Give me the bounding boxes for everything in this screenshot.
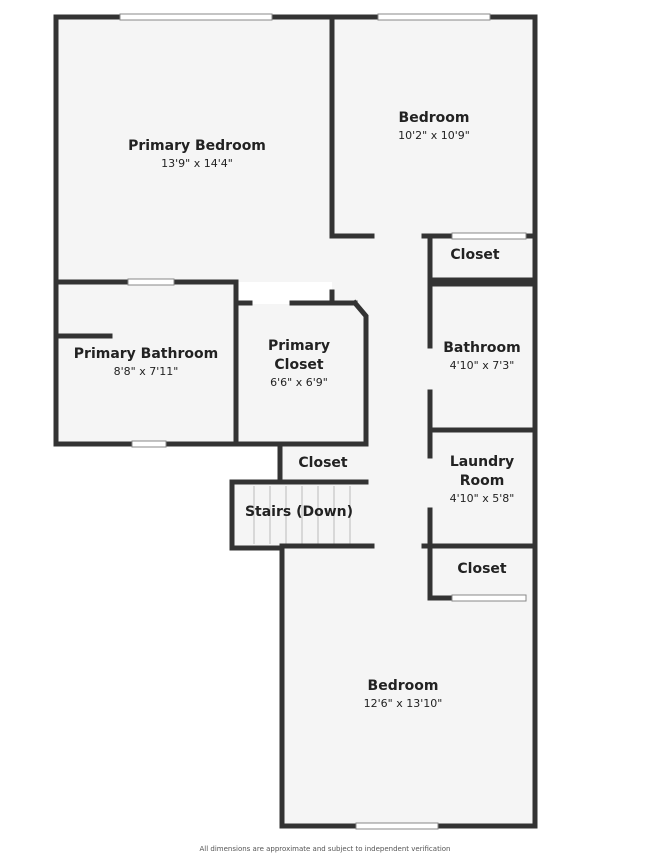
floor-bedroom-bottom xyxy=(282,546,533,824)
label-laundry-line1: Laundry xyxy=(450,454,514,470)
window-primary-bathroom xyxy=(131,440,167,448)
floor-bedroom-top xyxy=(332,18,533,236)
label-laundry-line2: Room xyxy=(460,473,505,489)
opening-closet-bottom xyxy=(451,594,527,602)
floor-stairs xyxy=(234,484,366,546)
floor-closet-top xyxy=(430,236,533,280)
dims-primary-bathroom: 8'8" x 7'11" xyxy=(114,365,179,378)
label-primary-bathroom: Primary Bathroom xyxy=(74,346,218,362)
floor-bathroom xyxy=(430,284,533,430)
stair-treads xyxy=(253,486,351,544)
opening-primary-bath xyxy=(127,278,175,286)
dims-bedroom-bottom: 12'6" x 13'10" xyxy=(364,697,443,710)
floor-fills xyxy=(58,18,533,824)
label-closet-mid: Closet xyxy=(298,455,348,471)
label-closet-bottom: Closet xyxy=(457,561,507,577)
window-bedroom-bottom xyxy=(355,822,439,830)
disclaimer: All dimensions are approximate and subje… xyxy=(200,845,451,853)
floor-laundry xyxy=(430,430,533,546)
label-closet-top: Closet xyxy=(450,247,500,263)
floor-primary-bathroom xyxy=(58,282,236,442)
label-bathroom: Bathroom xyxy=(443,340,521,356)
label-primary-closet-line1: Primary xyxy=(268,338,330,354)
dims-bedroom-top: 10'2" x 10'9" xyxy=(398,129,470,142)
dims-primary-closet: 6'6" x 6'9" xyxy=(270,376,328,389)
floor-primary-bedroom xyxy=(58,18,332,282)
room-labels: Primary Bedroom 13'9" x 14'4" Bedroom 10… xyxy=(74,110,521,710)
label-bedroom-bottom: Bedroom xyxy=(368,678,439,694)
dims-bathroom: 4'10" x 7'3" xyxy=(450,359,515,372)
floor-primary-closet xyxy=(236,304,366,442)
dims-laundry: 4'10" x 5'8" xyxy=(450,492,515,505)
dims-primary-bedroom: 13'9" x 14'4" xyxy=(161,157,233,170)
opening-closet-top xyxy=(451,232,527,240)
windows xyxy=(119,13,527,830)
window-primary-bedroom xyxy=(119,13,273,21)
label-primary-closet-line2: Closet xyxy=(274,357,324,373)
floor-closet-mid xyxy=(282,442,366,480)
label-stairs: Stairs (Down) xyxy=(245,504,353,520)
window-bedroom-top xyxy=(377,13,491,21)
label-bedroom-top: Bedroom xyxy=(399,110,470,126)
label-primary-bedroom: Primary Bedroom xyxy=(128,138,266,154)
